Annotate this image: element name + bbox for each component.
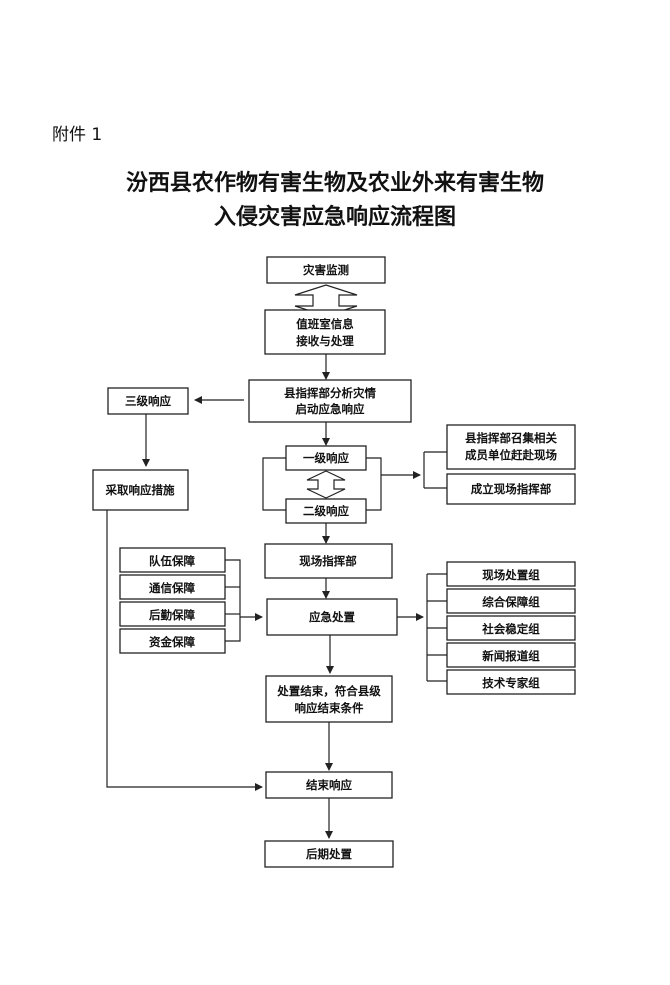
group-box-4 [446,642,576,668]
node-level2-label: 二级响应 [303,504,349,518]
group-box-5 [446,669,576,695]
guarantee-bracket [225,559,241,642]
double-arrow-2 [306,470,346,499]
guarantee-box-2 [119,574,226,600]
node-assemble-line2: 成员单位赶赴现场 [465,448,557,462]
node-monitor [266,256,386,284]
guarantee-label-4: 资金保障 [149,635,195,649]
title-line-2: 入侵灾害应急响应流程图 [213,204,456,230]
node-emergency-label: 应急处置 [309,610,355,624]
node-analyze-line1: 县指挥部分析灾情 [284,386,376,400]
node-emergency [266,598,398,636]
level-bracket-left [262,457,286,511]
node-level1 [285,445,367,471]
node-end-condition-line1: 处置结束，符合县级 [276,684,381,698]
level-bracket-right [366,457,382,511]
node-analyze-line2: 启动应急响应 [296,402,365,416]
node-end-response-label: 结束响应 [305,778,352,792]
node-duty-room-line2: 接收与处理 [296,334,354,348]
group-label-3: 社会稳定组 [481,622,540,636]
node-field-cmd [264,543,393,579]
guarantee-label-1: 队伍保障 [149,554,195,568]
node-setup-field-cmd-label: 成立现场指挥部 [471,482,552,496]
node-end-condition-line2: 响应结束条件 [295,701,364,715]
node-field-cmd-label: 现场指挥部 [299,554,357,568]
group-label-5: 技术专家组 [482,676,540,690]
group-box-1 [446,561,576,587]
node-level3-label: 三级响应 [125,394,171,408]
group-label-1: 现场处置组 [482,568,540,582]
node-analyze [248,379,412,423]
node-monitor-label: 灾害监测 [303,263,349,277]
node-duty-room [264,309,386,355]
node-end-condition [265,675,393,723]
guarantee-label-2: 通信保障 [149,581,195,595]
guarantee-box-3 [119,601,226,627]
group-box-2 [446,588,576,614]
group-box-3 [446,615,576,641]
node-aftermath-label: 后期处置 [306,847,352,861]
node-level1-label: 一级响应 [303,451,349,465]
group-label-4: 新闻报道组 [482,649,540,663]
group-label-2: 综合保障组 [482,595,540,609]
node-assemble [446,424,576,470]
guarantee-box-1 [119,547,226,573]
double-arrow-1 [294,284,358,317]
node-measures [92,469,189,511]
attachment-label: 附件 1 [52,125,103,145]
arrow-measures-to-end [106,510,263,791]
node-assemble-line1: 县指挥部召集相关 [465,431,557,445]
guarantee-label-3: 后勤保障 [149,608,195,622]
node-duty-room-line1: 值班室信息 [296,317,354,331]
node-level3 [107,387,189,415]
node-level2 [285,498,367,524]
node-aftermath [264,840,394,868]
node-measures-label: 采取响应措施 [105,483,175,497]
node-setup-field-cmd [446,473,576,505]
title-line-1: 汾西县农作物有害生物及农业外来有害生物 [125,170,544,196]
guarantee-box-4 [119,628,226,654]
